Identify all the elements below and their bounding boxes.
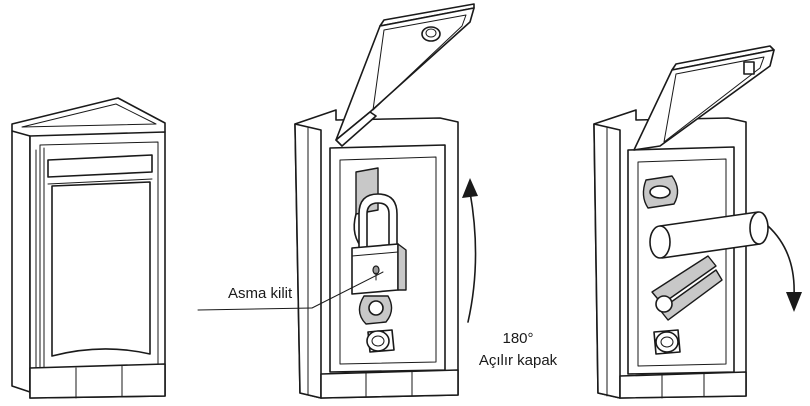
enclosure-open-padlock	[294, 3, 475, 399]
flip-cover-label: Açılır kapak	[478, 352, 558, 369]
rotation-angle-label: 180°	[502, 330, 534, 347]
rotate-down-arrow	[767, 225, 802, 312]
padlock-label: Asma kilit	[228, 285, 293, 302]
padlock-leader-line	[197, 271, 384, 311]
enclosure-closed	[11, 97, 166, 399]
enclosure-open-bar	[593, 45, 775, 399]
rotate-up-arrow	[462, 178, 478, 323]
